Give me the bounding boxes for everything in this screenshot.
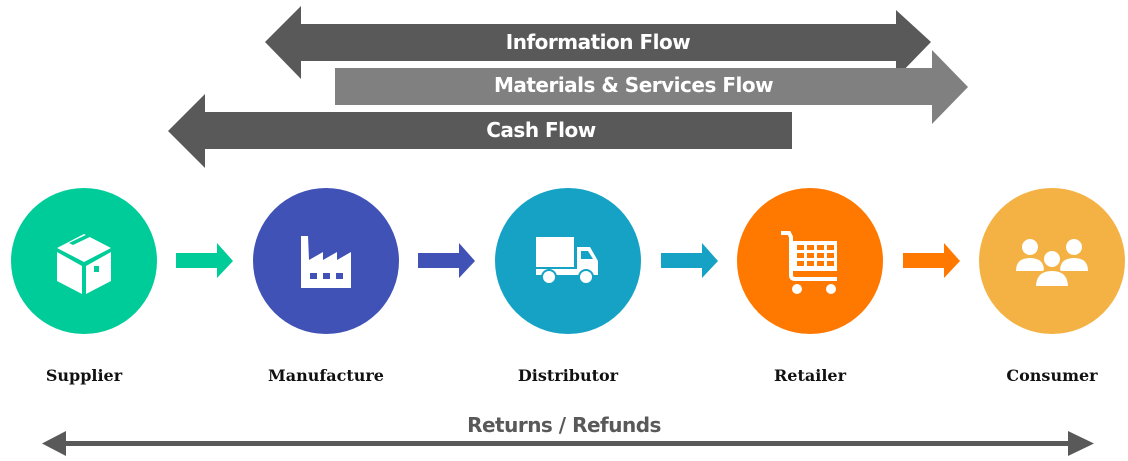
- node-supplier: [11, 188, 157, 334]
- connector-arrow: [418, 243, 475, 278]
- node-manufacture: [253, 188, 399, 334]
- returns-label: Returns / Refunds: [467, 413, 661, 437]
- connector-arrow: [903, 243, 960, 278]
- materials-flow-arrow: [335, 50, 968, 124]
- node-consumer: [979, 188, 1125, 334]
- cash-flow-label: Cash Flow: [486, 118, 596, 142]
- connector-arrow: [661, 243, 718, 278]
- node-label-consumer: Consumer: [1006, 366, 1098, 385]
- node-label-retailer: Retailer: [774, 366, 846, 385]
- shopping-cart-icon: [781, 231, 837, 294]
- people-icon: [1016, 239, 1088, 288]
- node-label-manufacture: Manufacture: [268, 366, 384, 385]
- connector-arrow: [176, 243, 233, 278]
- node-label-distributor: Distributor: [517, 366, 619, 385]
- truck-icon: [536, 237, 598, 285]
- node-retailer: [737, 188, 883, 334]
- information-flow-arrow: [265, 6, 931, 79]
- node-label-supplier: Supplier: [45, 366, 123, 385]
- materials-flow-label: Materials & Services Flow: [493, 73, 774, 97]
- factory-icon: [301, 236, 351, 288]
- cash-flow-arrow: [168, 94, 792, 168]
- information-flow-label: Information Flow: [505, 30, 691, 54]
- returns-arrow: [42, 431, 1094, 456]
- box-icon: [57, 232, 111, 294]
- node-distributor: [495, 188, 641, 334]
